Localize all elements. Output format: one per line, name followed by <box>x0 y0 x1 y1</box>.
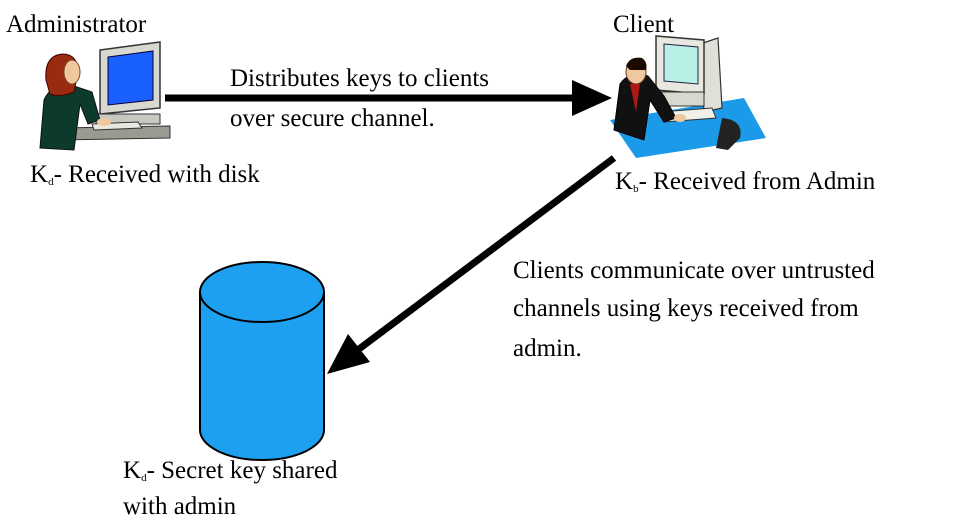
edge-label-untrusted-line2: channels using keys received from <box>513 295 859 322</box>
edge-label-untrusted-line3: admin. <box>513 335 582 362</box>
database-key-label: Kd- Secret key shared <box>123 456 337 493</box>
administrator-title: Administrator <box>6 11 147 38</box>
client-key-label: Kb- Received from Admin <box>615 167 875 204</box>
key-subscript: b <box>633 183 639 195</box>
edge-label-secure-line2: over secure channel. <box>230 105 435 132</box>
edge-label-secure-line1: Distributes keys to clients <box>230 65 489 92</box>
client-icon <box>610 35 766 158</box>
database-icon <box>199 261 325 461</box>
edge-label-untrusted-line1: Clients communicate over untrusted <box>513 257 875 284</box>
arrow-client-to-database <box>327 155 617 374</box>
administrator-icon <box>39 41 171 151</box>
client-title: Client <box>613 11 675 38</box>
key-symbol: K <box>30 161 49 188</box>
key-subscript: d <box>48 176 54 188</box>
database-key-label-line2: with admin <box>123 493 237 520</box>
key-symbol: K <box>615 168 634 195</box>
key-subscript: d <box>141 472 147 484</box>
admin-key-label: Kd- Received with disk <box>30 160 260 197</box>
arrow-admin-to-client <box>165 80 612 116</box>
key-description: - Received with disk <box>53 161 260 188</box>
key-description: - Secret key shared <box>146 457 338 484</box>
key-description: - Received from Admin <box>638 168 876 195</box>
key-symbol: K <box>123 457 142 484</box>
